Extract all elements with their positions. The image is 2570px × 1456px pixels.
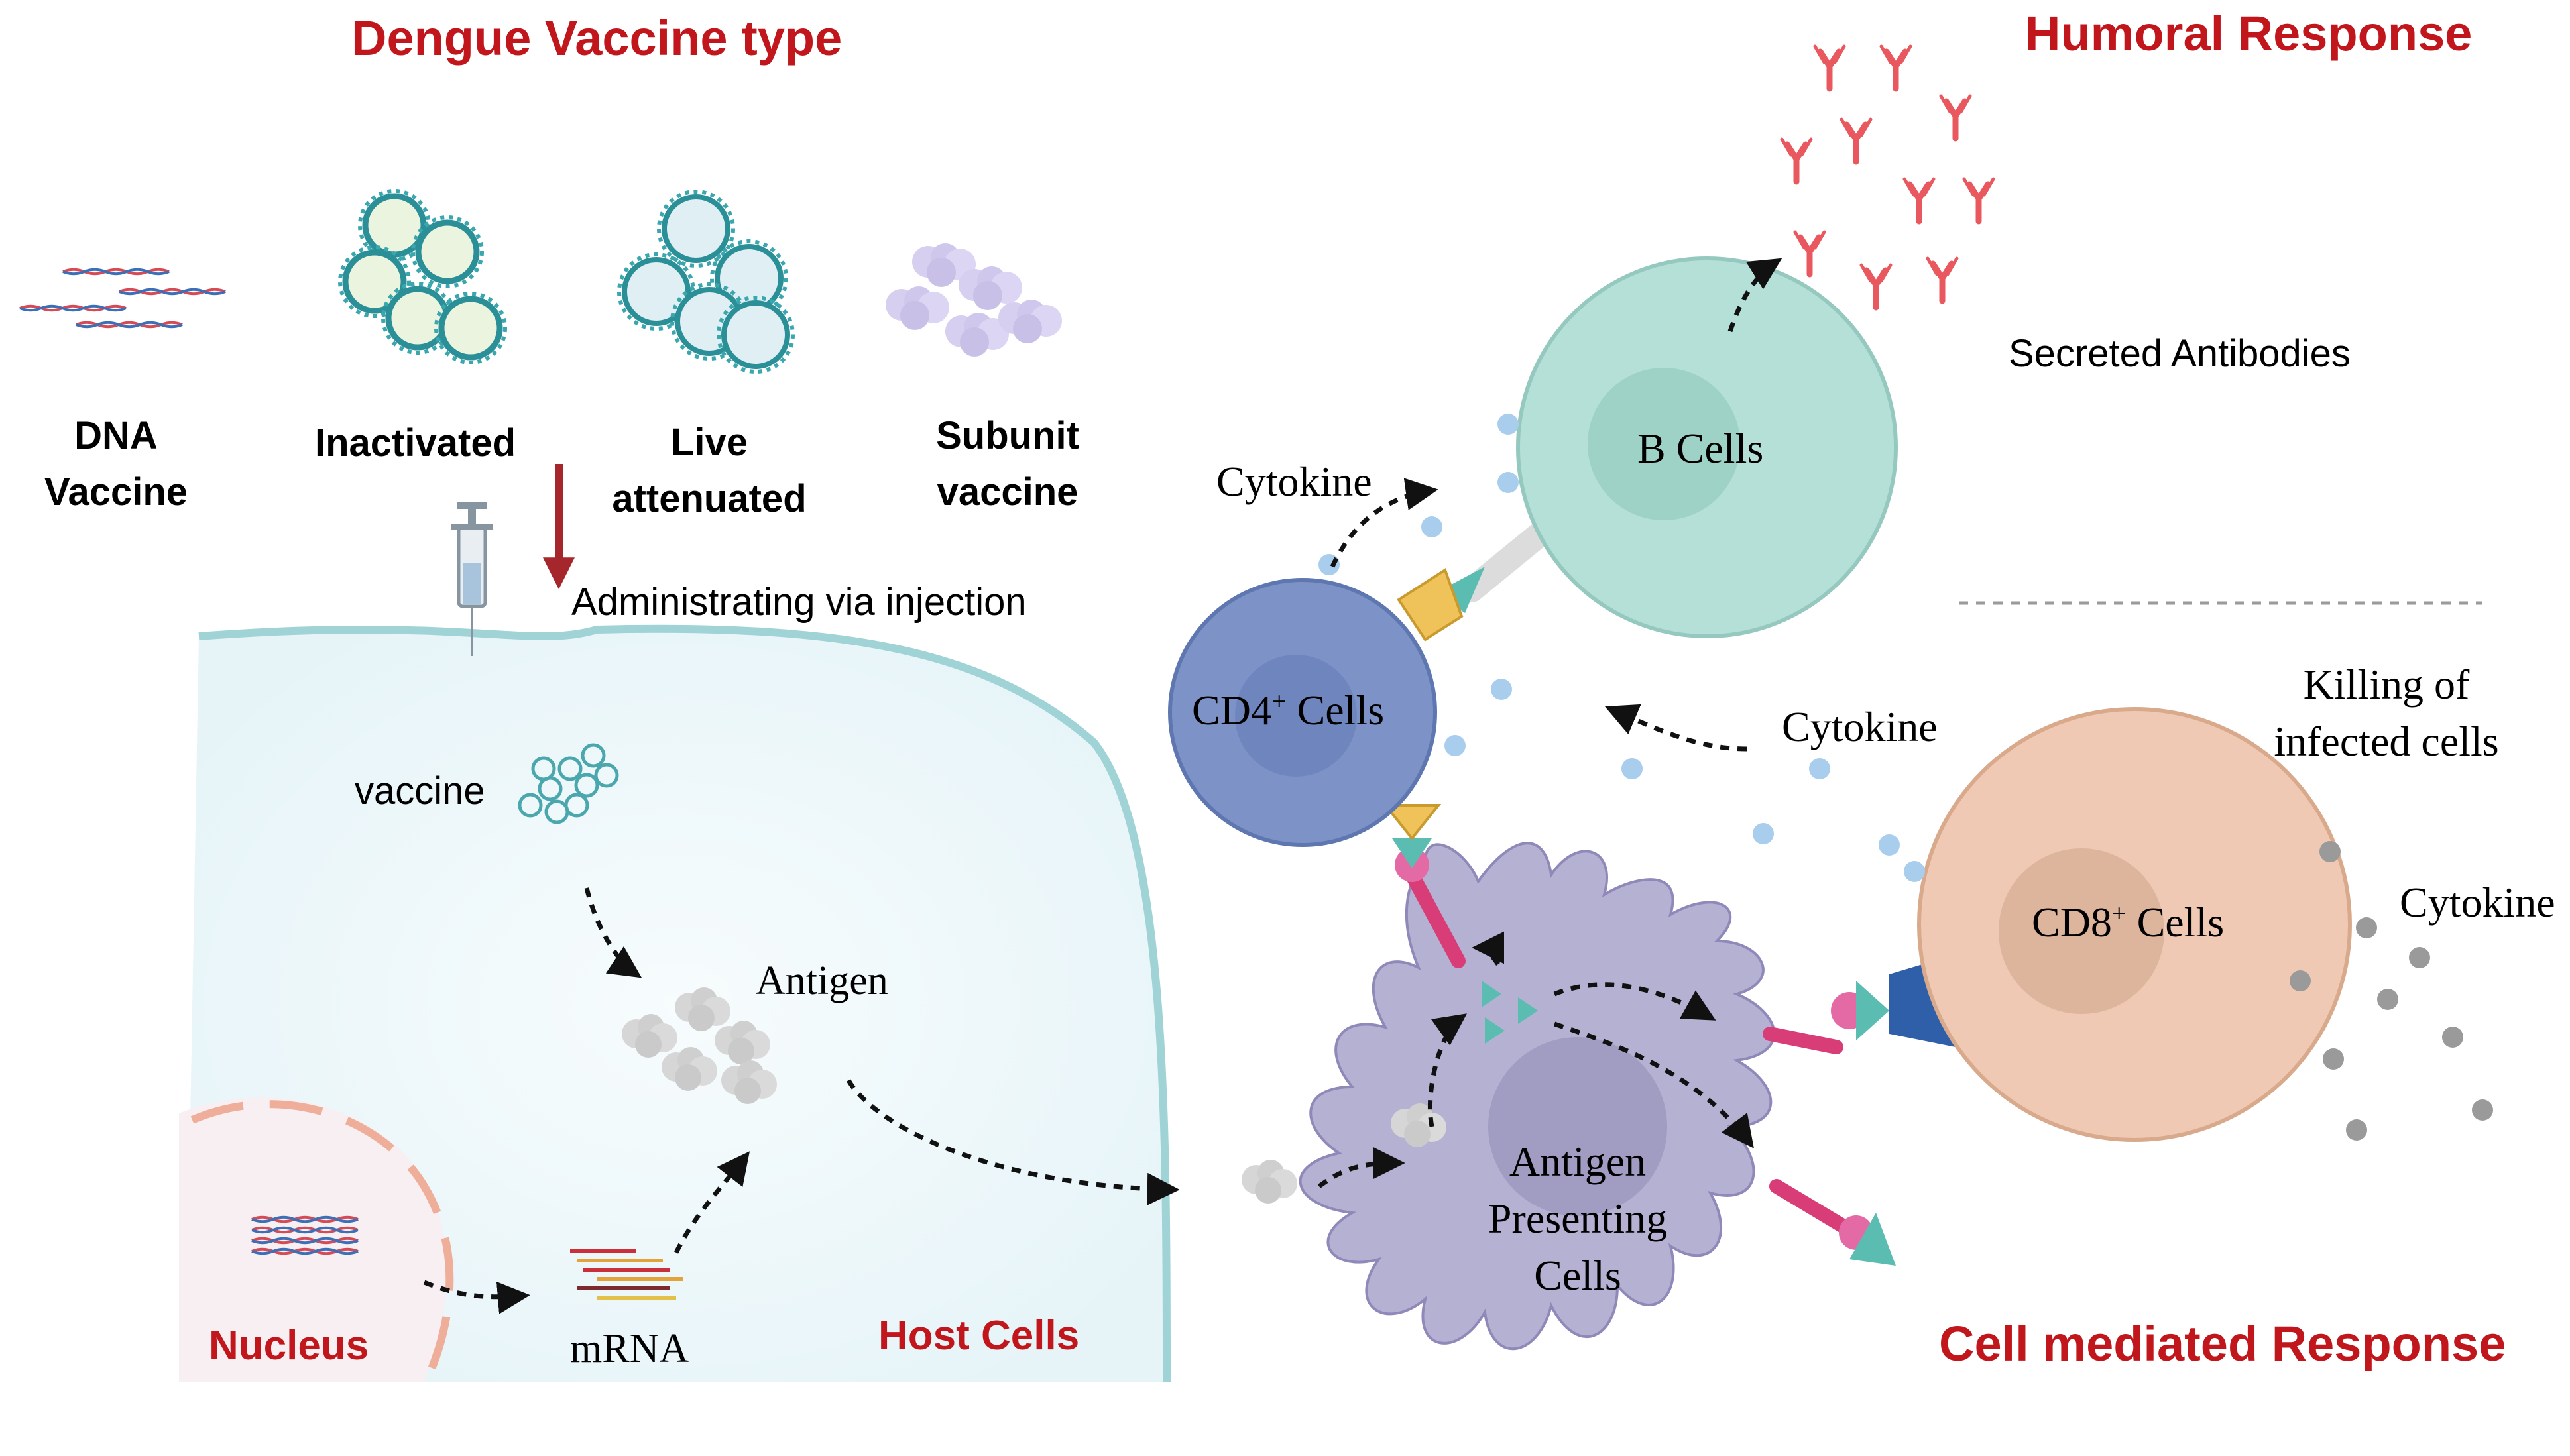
mhc-receptor-cd4 bbox=[1382, 804, 1466, 968]
label-dna-line2: Vaccine bbox=[44, 471, 188, 514]
cd4-cell bbox=[1168, 578, 1437, 847]
killing-line2: infected cells bbox=[2274, 718, 2499, 765]
title-humoral-response: Humoral Response bbox=[2025, 6, 2473, 61]
label-live-line1: Live bbox=[670, 421, 748, 464]
flow-arrows bbox=[423, 258, 1782, 1314]
label-antigen: Antigen bbox=[756, 958, 888, 1003]
label-cytokine-right: Cytokine bbox=[2400, 879, 2555, 926]
label-administration: Administrating via injection bbox=[571, 581, 1027, 624]
title-vaccine-type: Dengue Vaccine type bbox=[351, 11, 843, 66]
antigen-peptides bbox=[1482, 981, 1538, 1044]
label-subunit-line2: vaccine bbox=[937, 471, 1079, 514]
apc-line3: Cells bbox=[1534, 1252, 1621, 1299]
live-attenuated-vaccine-icon bbox=[619, 192, 793, 372]
label-live-attenuated: Live attenuated bbox=[597, 414, 822, 527]
label-cd4-cells: CD4+ Cells bbox=[1192, 686, 1384, 735]
cd8-sup: + bbox=[2111, 899, 2127, 928]
label-dna-line1: DNA bbox=[74, 414, 158, 457]
cd8-main: CD8 bbox=[2032, 899, 2112, 946]
title-cell-mediated-response: Cell mediated Response bbox=[1939, 1316, 2506, 1371]
antigen-presenting-cell bbox=[1299, 842, 1776, 1350]
label-secreted-antibodies: Secreted Antibodies bbox=[2009, 332, 2351, 375]
label-subunit-vaccine: Subunit vaccine bbox=[908, 408, 1107, 520]
apc-line1: Antigen bbox=[1509, 1138, 1647, 1185]
antibodies-icon bbox=[1782, 46, 1993, 308]
cd8-tail: Cells bbox=[2126, 899, 2225, 946]
label-cd8-cells: CD8+ Cells bbox=[2032, 898, 2224, 947]
cd4-sup: + bbox=[1271, 687, 1287, 716]
inactivated-vaccine-icon bbox=[340, 191, 505, 363]
subunit-vaccine-icon bbox=[886, 243, 1062, 357]
cytokines-grey bbox=[2290, 841, 2493, 1141]
label-inactivated: Inactivated bbox=[315, 421, 516, 465]
apc-line2: Presenting bbox=[1488, 1195, 1668, 1242]
label-live-line2: attenuated bbox=[612, 477, 807, 520]
label-vaccine: vaccine bbox=[355, 769, 485, 812]
cd4-tail: Cells bbox=[1286, 687, 1385, 734]
cd4-main: CD4 bbox=[1192, 687, 1272, 734]
label-apc: Antigen Presenting Cells bbox=[1445, 1133, 1710, 1304]
label-cytokine-top: Cytokine bbox=[1216, 458, 1372, 505]
dna-vaccine-icon bbox=[20, 270, 225, 327]
label-mrna: mRNA bbox=[570, 1326, 689, 1371]
label-subunit-line1: Subunit bbox=[936, 414, 1079, 457]
syringe-icon bbox=[451, 502, 493, 656]
b-cell bbox=[1397, 256, 1898, 642]
mrna-strands bbox=[570, 1249, 683, 1300]
label-dna-vaccine: DNA Vaccine bbox=[27, 408, 205, 520]
cytokines-blue bbox=[1318, 414, 1925, 882]
label-b-cells: B Cells bbox=[1637, 425, 1764, 472]
label-killing: Killing of infected cells bbox=[2247, 656, 2526, 770]
killing-line1: Killing of bbox=[2303, 661, 2470, 708]
mhc-receptor-free bbox=[1769, 1179, 1896, 1266]
label-nucleus: Nucleus bbox=[209, 1323, 369, 1369]
label-cytokine-middle: Cytokine bbox=[1782, 703, 1938, 750]
label-host-cells: Host Cells bbox=[878, 1313, 1080, 1359]
cd8-cell bbox=[1917, 707, 2352, 1142]
